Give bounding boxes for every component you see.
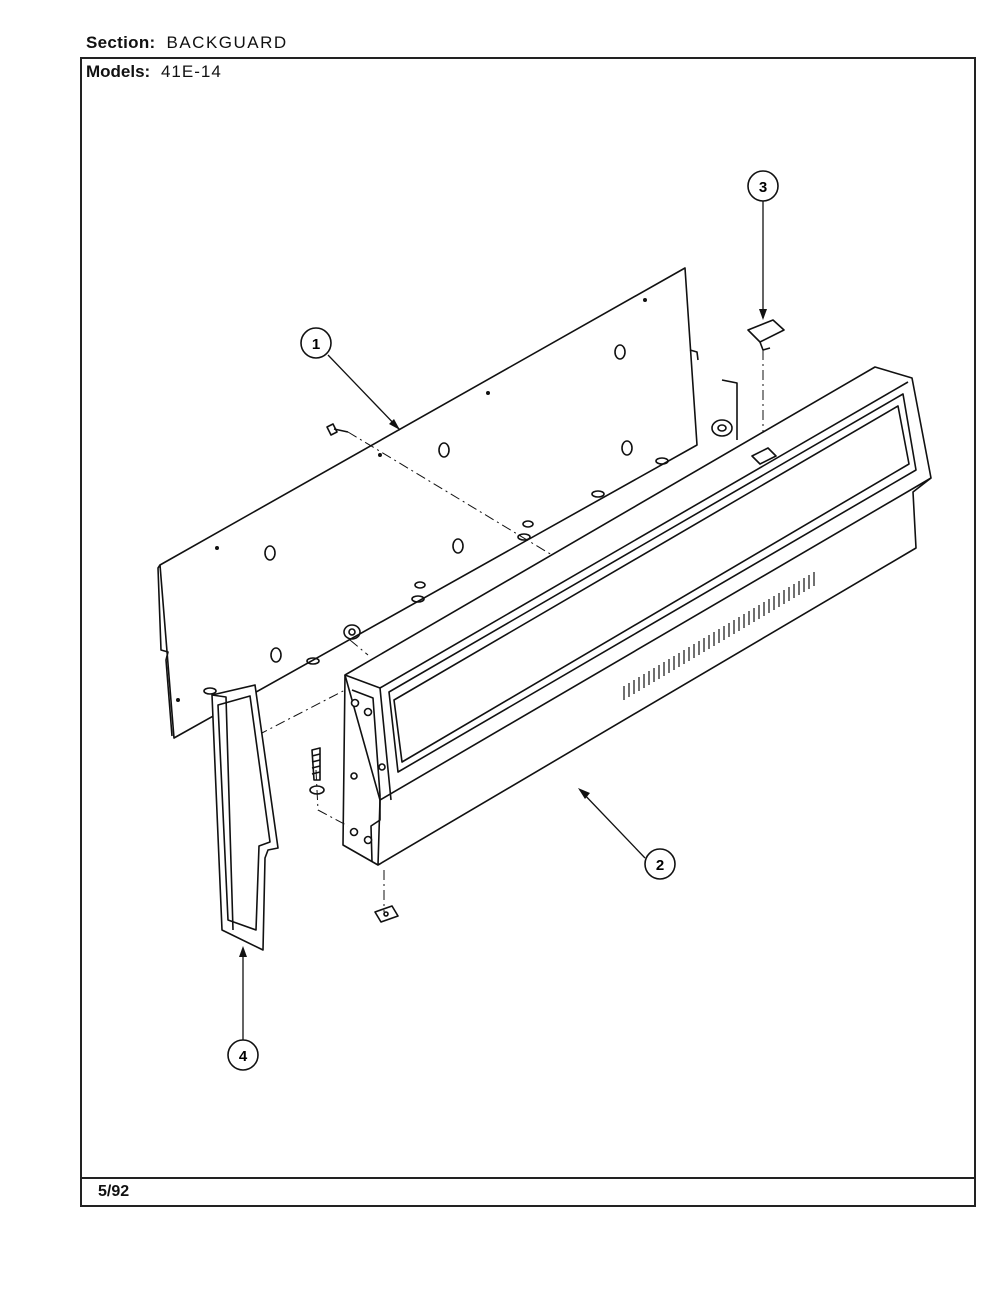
rear-panel-part	[157, 267, 699, 739]
models-heading: Models: 41E-14	[86, 62, 222, 82]
section-label: Section:	[86, 33, 156, 52]
callout-3: 3	[747, 170, 779, 202]
section-heading: Section: BACKGUARD	[86, 33, 288, 53]
screw-fastener	[309, 747, 399, 923]
footer-divider	[80, 1177, 976, 1179]
callout-1-label: 1	[312, 336, 320, 353]
callout-4-label: 4	[239, 1048, 248, 1065]
models-label: Models:	[86, 62, 151, 81]
clip-part	[747, 319, 785, 351]
backguard-body-part	[342, 366, 932, 866]
callout-1: 1	[300, 327, 332, 359]
revision-date: 5/92	[98, 1183, 130, 1200]
callout-2: 2	[644, 848, 676, 880]
section-value: BACKGUARD	[166, 33, 288, 52]
callout-4: 4	[227, 1039, 259, 1071]
callout-3-label: 3	[759, 179, 767, 196]
end-cap-part	[211, 684, 279, 951]
diagram-frame	[80, 57, 976, 1207]
callout-2-label: 2	[656, 857, 664, 874]
models-value: 41E-14	[160, 62, 222, 81]
